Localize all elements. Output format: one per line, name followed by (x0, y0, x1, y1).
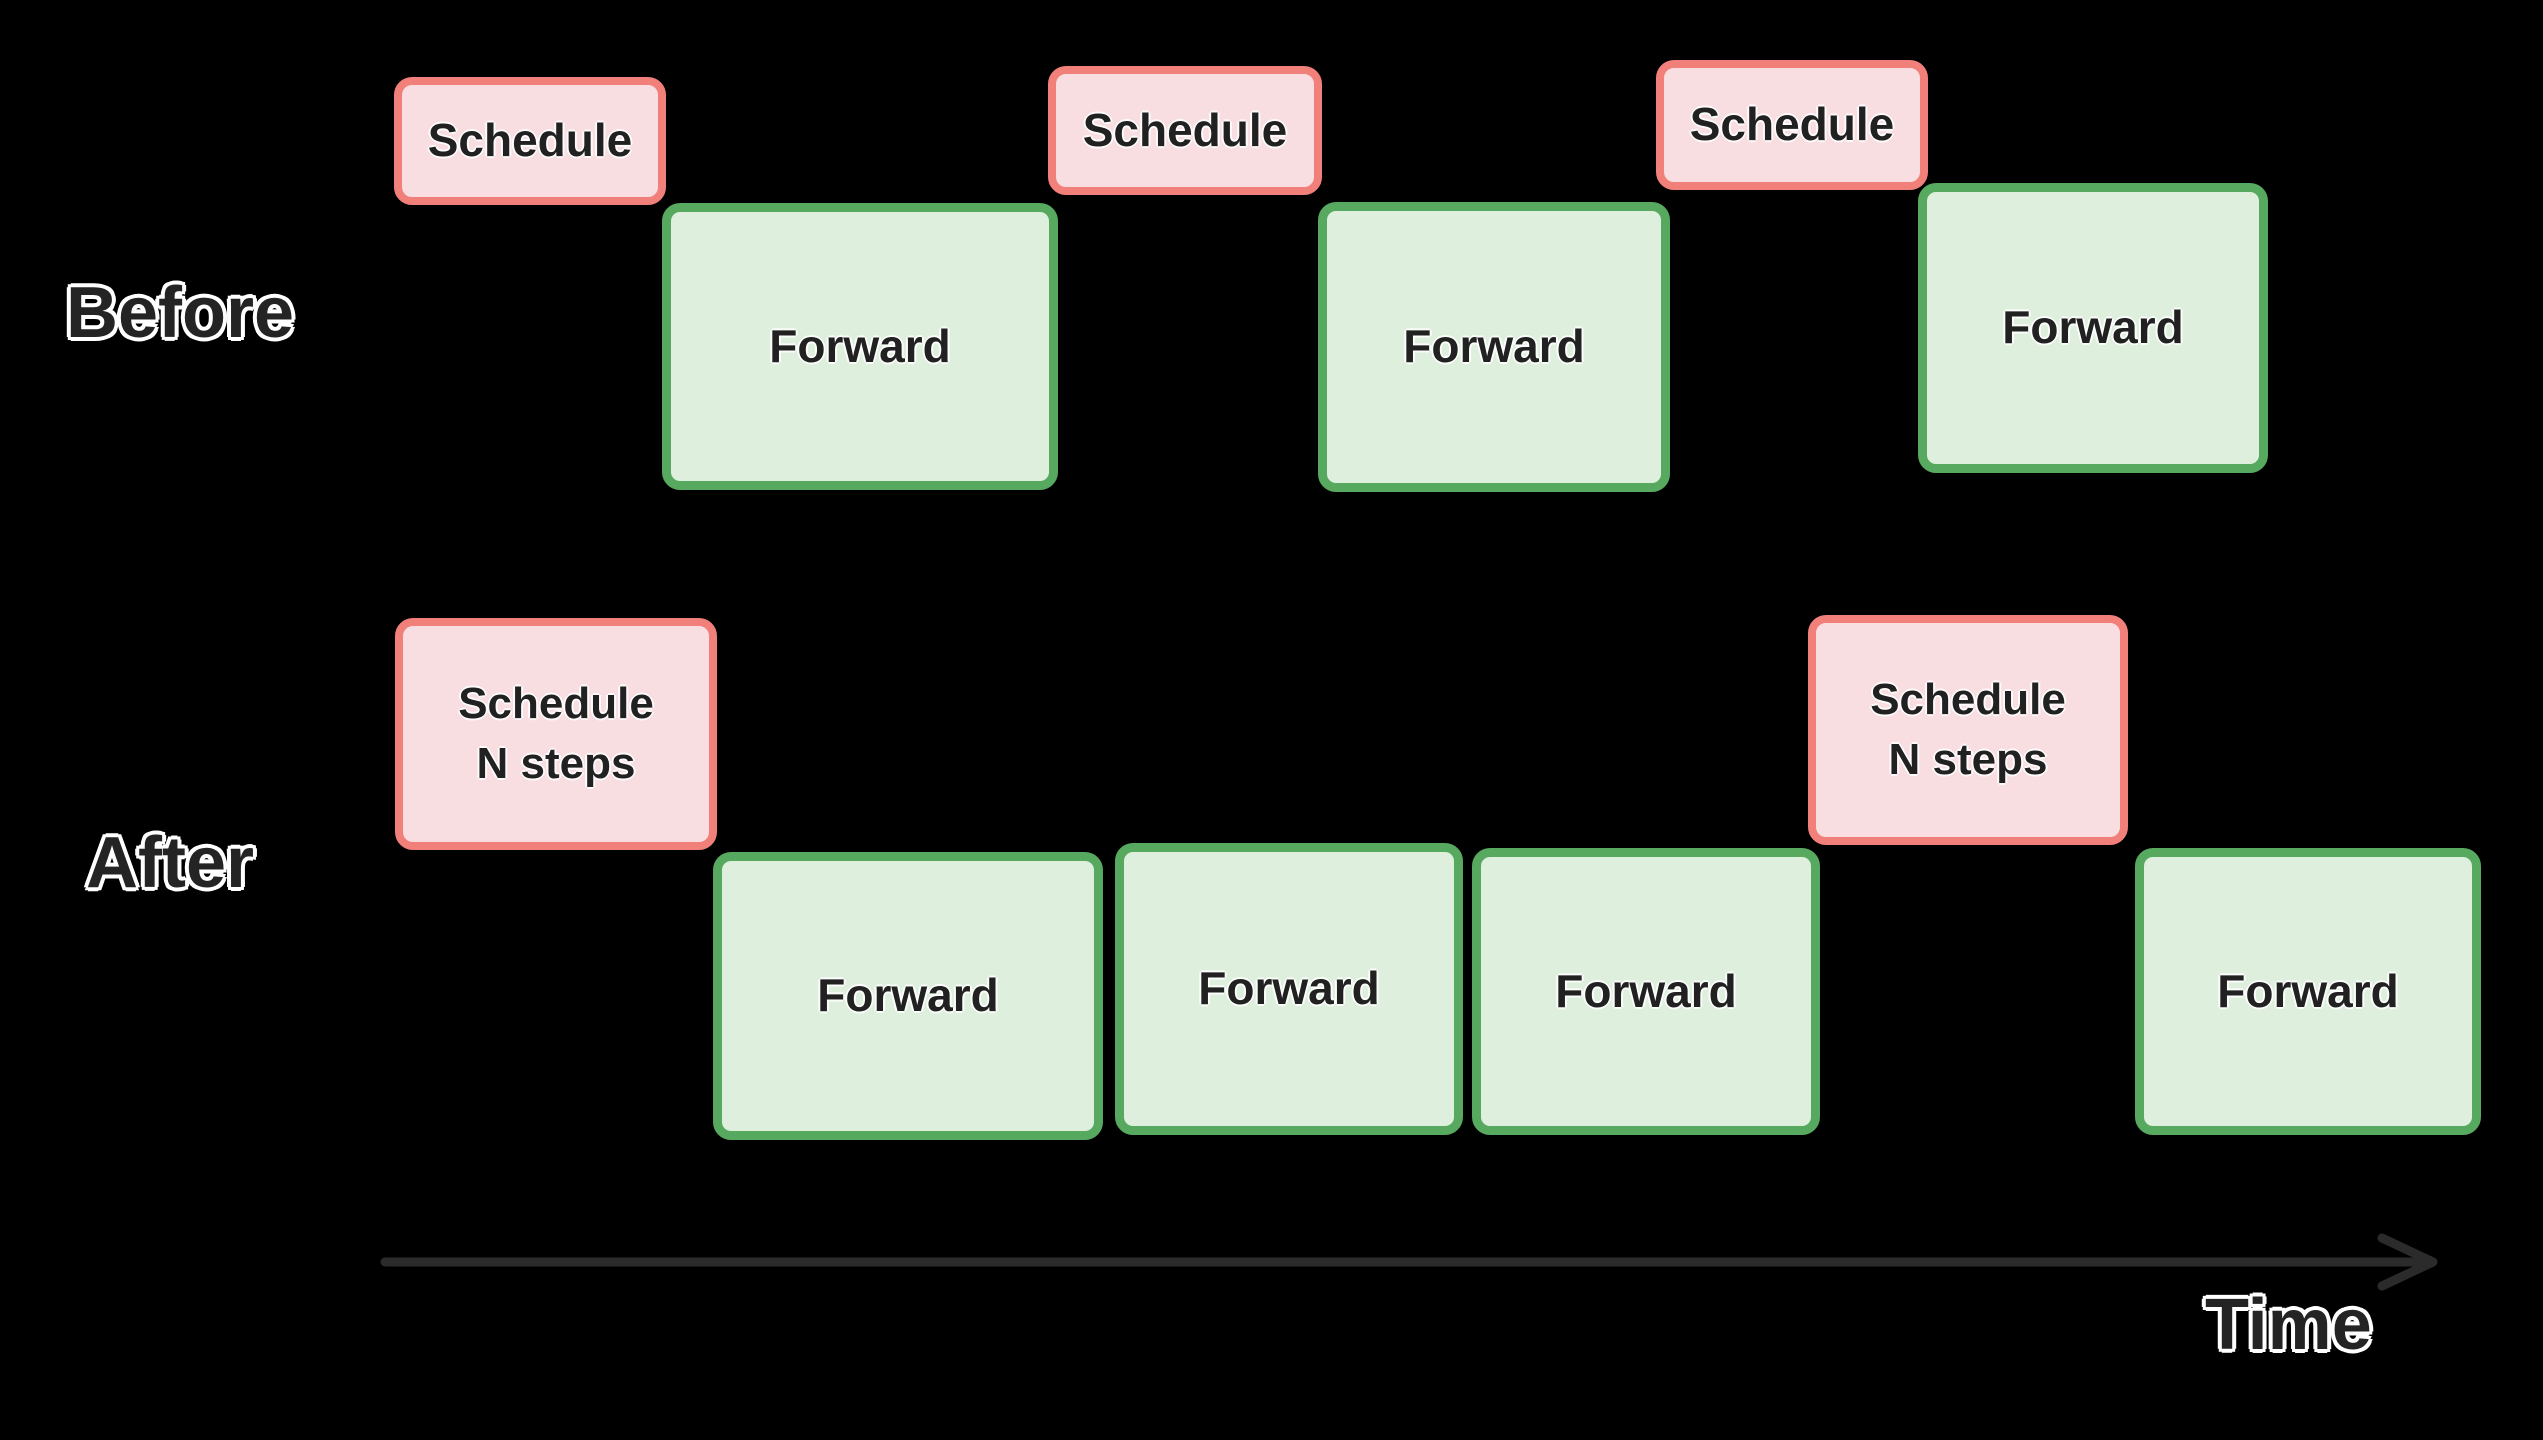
before-schedule-box-2: Schedule (1048, 66, 1322, 195)
box-label: Forward (1403, 320, 1585, 373)
before-forward-box-1: Forward (662, 203, 1058, 490)
after-schedule-n-steps-box-2: Schedule N steps (1808, 615, 2128, 845)
box-label: Schedule N steps (458, 674, 654, 794)
box-label-line-2: N steps (1888, 735, 2048, 784)
after-schedule-n-steps-box-1: Schedule N steps (395, 618, 717, 850)
before-forward-box-2: Forward (1318, 202, 1670, 492)
box-label: Schedule (1689, 98, 1895, 151)
after-forward-box-1: Forward (713, 852, 1103, 1140)
before-row-label: Before (66, 273, 295, 353)
time-axis-arrow-icon (380, 1233, 2438, 1291)
box-label: Forward (2002, 301, 2184, 354)
box-label: Forward (2217, 964, 2399, 1017)
box-label: Schedule N steps (1870, 670, 2066, 790)
box-label: Forward (817, 969, 999, 1022)
after-row-label: After (86, 823, 255, 903)
box-label: Forward (769, 319, 951, 372)
after-forward-box-2: Forward (1115, 843, 1463, 1135)
box-label-line-1: Schedule (1870, 675, 2066, 725)
box-label: Forward (1198, 962, 1380, 1015)
box-label-line-2: N steps (476, 739, 636, 788)
time-axis-label: Time (2205, 1285, 2372, 1365)
after-forward-box-3: Forward (1472, 848, 1820, 1135)
box-label-line-1: Schedule (458, 679, 654, 729)
box-label: Schedule (1082, 103, 1288, 156)
before-schedule-box-1: Schedule (394, 77, 666, 205)
before-schedule-box-3: Schedule (1656, 60, 1928, 190)
after-forward-box-4: Forward (2135, 848, 2481, 1135)
box-label: Forward (1555, 964, 1737, 1017)
before-forward-box-3: Forward (1918, 183, 2268, 473)
box-label: Schedule (427, 114, 633, 167)
